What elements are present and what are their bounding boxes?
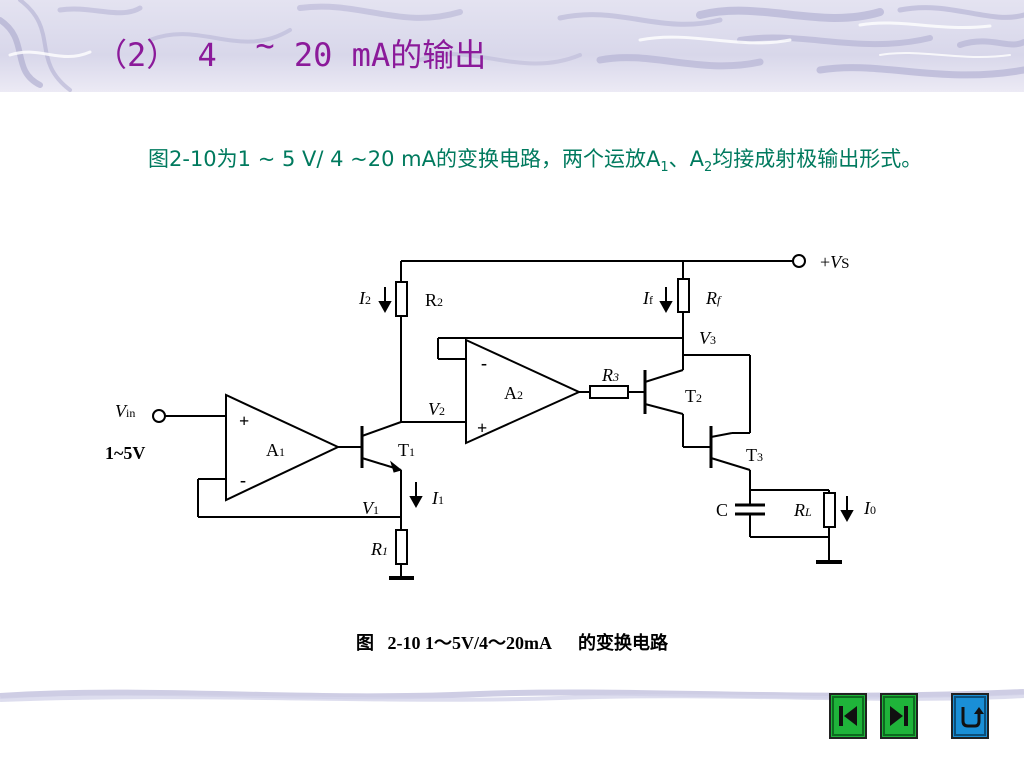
figure-caption: 图 2-10 1～5V/4～20mA 的变换电路 xyxy=(356,633,668,653)
next-button[interactable] xyxy=(880,693,918,739)
opamp-a2 xyxy=(465,338,582,445)
marble-texture xyxy=(0,0,1024,92)
label-vin-range: 1~5V xyxy=(105,443,145,463)
label-supply: +VS xyxy=(820,252,850,272)
label-v1: V1 xyxy=(362,498,379,518)
supply-terminal xyxy=(792,254,806,268)
skip-forward-icon xyxy=(883,696,915,736)
label-r2: R2 xyxy=(425,290,443,310)
page-title: （2） 4 ~ 20 mA的输出 xyxy=(95,26,487,74)
label-v3: V3 xyxy=(699,328,716,348)
resistor-r2 xyxy=(395,281,408,317)
opamp-a1 xyxy=(225,393,341,502)
resistor-r1 xyxy=(395,529,408,565)
label-a1-plus: + xyxy=(239,411,249,431)
label-a2: A2 xyxy=(504,383,523,403)
label-r3: R3 xyxy=(601,365,619,385)
label-a1-minus: - xyxy=(240,470,246,490)
label-r1: R1 xyxy=(370,539,388,559)
label-v2: V2 xyxy=(428,399,445,419)
label-t3: T3 xyxy=(746,445,763,465)
label-a2-plus: + xyxy=(477,418,487,438)
skip-back-icon xyxy=(832,696,864,736)
input-terminal xyxy=(152,409,166,423)
prev-button[interactable] xyxy=(829,693,867,739)
label-a2-minus: - xyxy=(481,353,487,373)
resistor-rf xyxy=(677,278,690,313)
label-i0: I0 xyxy=(863,498,876,518)
label-c: C xyxy=(716,500,728,520)
resistor-r3 xyxy=(589,385,629,399)
label-if: If xyxy=(642,288,653,308)
label-t2: T2 xyxy=(685,386,702,406)
label-rl: RL xyxy=(793,500,812,520)
label-vin: Vin xyxy=(115,401,135,421)
resistor-rl xyxy=(823,492,836,528)
label-rf: Rf xyxy=(705,288,722,308)
label-i1: I1 xyxy=(431,488,444,508)
description-text: 图2-10为1 ~ 5 V/ 4 ~20 mA的变换电路，两个运放A1、A2均接… xyxy=(148,147,923,176)
label-t1: T1 xyxy=(398,440,415,460)
return-button[interactable] xyxy=(951,693,989,739)
return-arrow-icon xyxy=(954,696,986,736)
header-band: （2） 4 ~ 20 mA的输出 xyxy=(0,0,1024,92)
label-a1: A1 xyxy=(266,440,285,460)
label-i2: I2 xyxy=(358,288,371,308)
bottom-divider xyxy=(0,689,1024,702)
